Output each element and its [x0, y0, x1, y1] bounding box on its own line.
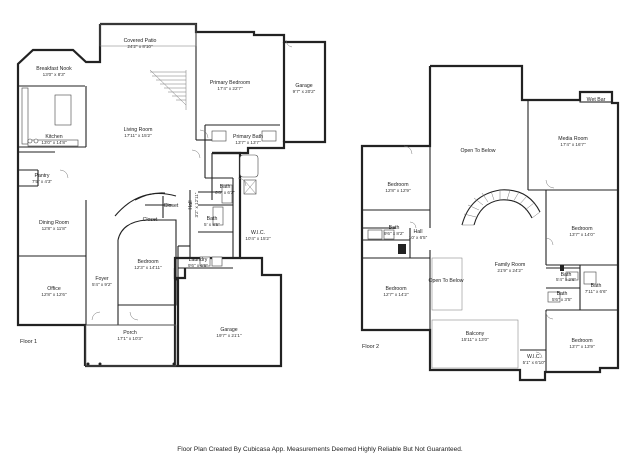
room-label: W.I.C.: [251, 230, 265, 236]
room-label: Wet Bar: [587, 97, 606, 103]
floor-1-plan: Covered Patio 24'2" x 8'10" Breakfast No…: [16, 22, 327, 368]
room-label: Closet: [143, 217, 158, 223]
room-dims: 9'6" x 8'2": [384, 231, 404, 236]
room-label: Dining Room: [39, 220, 69, 226]
room-dims: 13'7" x 13'9": [569, 344, 595, 349]
room-dims: 19'7" x 21'1": [216, 333, 242, 338]
room-dims: 12'8" x 12'9": [385, 188, 411, 193]
room-label: W.I.C.: [527, 354, 541, 360]
room-dims: 5'4" x 9'2": [92, 282, 112, 287]
room-dims: 13'7" x 13'7": [235, 140, 261, 145]
room-label: Bedroom: [571, 338, 592, 344]
room-label: Bath: [591, 283, 602, 289]
room-label: Living Room: [124, 127, 153, 133]
room-dims: 9'6" x 6'5": [188, 263, 208, 268]
room-label: Bath: [220, 184, 231, 190]
floor-2-label: Floor 2: [362, 344, 379, 350]
room-dims: 17'1" x 10'3": [117, 336, 143, 341]
floor-1-label: Floor 1: [20, 339, 37, 345]
room-dims: 21'9" x 24'2": [497, 268, 523, 273]
room-dims: 12'8" x 11'8": [42, 226, 67, 231]
room-label: Bath: [389, 225, 400, 231]
room-label: Pantry: [35, 173, 50, 179]
room-label: Garage: [220, 327, 237, 333]
room-dims: 17'4" x 22'7": [217, 86, 243, 91]
room-dims: 15'11" x 13'0": [461, 337, 489, 342]
room-label: Open To Below: [460, 148, 495, 154]
room-dims: 13'0" x 8'3": [43, 72, 66, 77]
room-dims: 24'2" x 8'10": [127, 44, 153, 49]
room-dims: 10'4" x 15'2": [245, 236, 271, 241]
room-label: Family Room: [495, 262, 526, 268]
room-label: Foyer: [95, 276, 109, 282]
room-label: Bedroom: [387, 182, 408, 188]
room-label: Balcony: [466, 331, 485, 337]
room-dims: 13'7" x 14'0": [569, 232, 595, 237]
room-dims: 5'6" x 3'5": [552, 297, 572, 302]
room-label: Covered Patio: [124, 38, 157, 44]
room-dims: 10' x 6'5": [409, 235, 428, 240]
room-dims: 6'8" x 6'2": [215, 190, 235, 195]
room-dims: 5'1" x 6'10": [523, 360, 546, 365]
room-label: Primary Bath: [233, 134, 263, 140]
room-label: Laundry: [189, 257, 208, 263]
room-label: Kitchen: [45, 134, 62, 140]
room-dims: 13'0" x 14'8": [41, 140, 67, 145]
room-label: Hall: [188, 201, 194, 210]
room-label: Garage: [295, 83, 312, 89]
room-label: Bath: [207, 216, 218, 222]
room-dims: 17'11" x 15'2": [124, 133, 152, 138]
room-label: Closet: [164, 203, 179, 209]
room-label: Bedroom: [385, 286, 406, 292]
room-dims: 12'8" x 12'6": [41, 292, 67, 297]
room-label: Bath: [561, 272, 572, 278]
room-label: Bedroom: [571, 226, 592, 232]
room-dims: 12'3" x 14'11": [134, 265, 162, 270]
room-label: Primary Bedroom: [210, 80, 250, 86]
room-label: Hall: [414, 229, 423, 235]
floor-2-plan: Wet Bar Open To Below Media Room 17'4" x…: [360, 64, 620, 382]
room-label: Open To Below: [428, 278, 463, 284]
room-label: Bedroom: [137, 259, 158, 265]
room-dims: 7'11" x 6'6": [585, 289, 608, 294]
room-dims: 17'4" x 16'7": [560, 142, 586, 147]
room-dims: 9'7" x 20'2": [293, 89, 316, 94]
room-label: Bath: [557, 291, 568, 297]
footer-disclaimer: Floor Plan Created By Cubicasa App. Meas…: [177, 446, 463, 453]
room-dims: 3'2" x 12'11": [194, 192, 199, 217]
room-label: Office: [47, 286, 61, 292]
room-dims: 5' x 8'5": [204, 222, 220, 227]
room-label: Media Room: [558, 136, 587, 142]
room-label: Breakfast Nook: [36, 66, 72, 72]
room-dims: 5'4" x 2'6": [556, 277, 576, 282]
room-label: Porch: [123, 330, 137, 336]
room-dims: 7'5" x 4'3": [32, 179, 52, 184]
room-dims: 12'7" x 14'2": [383, 292, 409, 297]
